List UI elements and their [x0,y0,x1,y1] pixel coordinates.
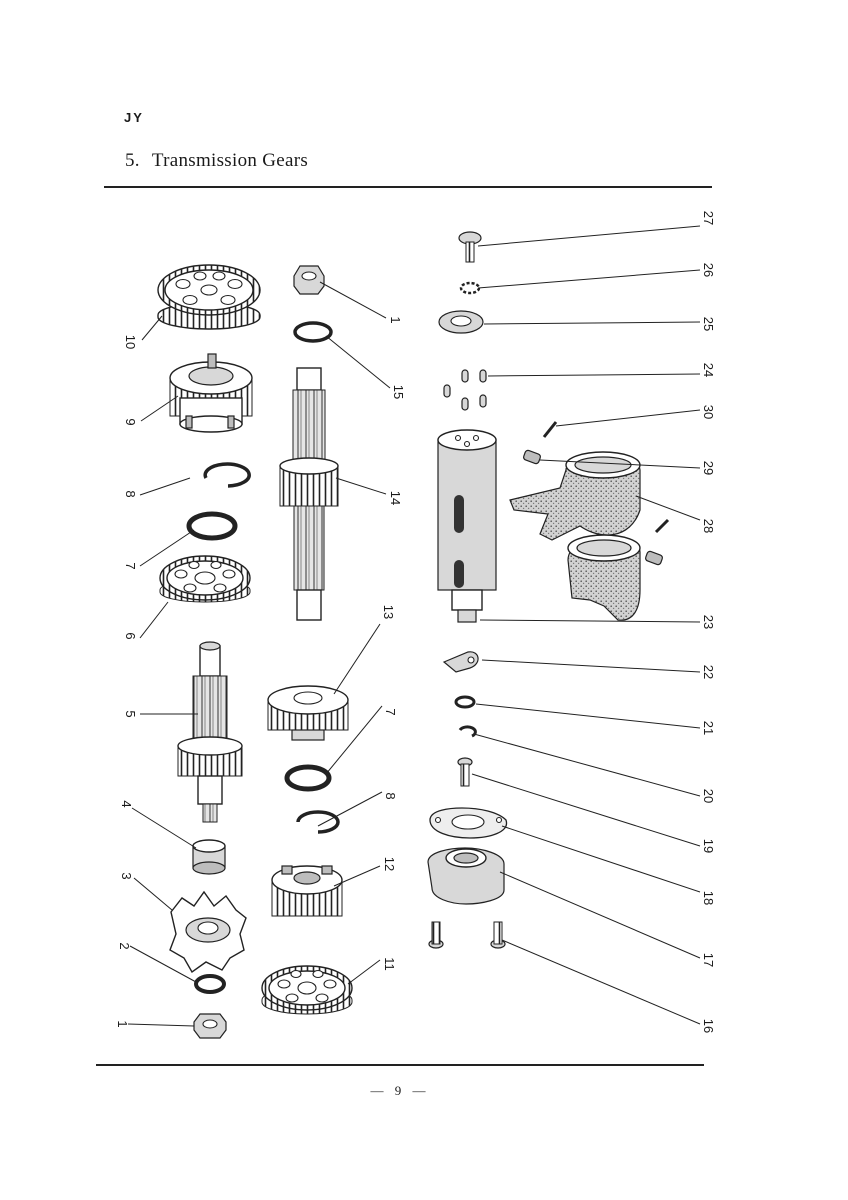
part-9-dog-gear [169,353,253,433]
callout-label: 7 [123,562,138,569]
part-1-nut-top [293,265,325,295]
part-27-screw [458,231,482,263]
callout-label: 3 [119,872,134,879]
top-rule [104,186,712,188]
part-6-gear [159,555,251,603]
part-29-guide-pin [523,449,541,465]
callout-label: 5 [123,710,138,717]
page-number: — 9 — [370,1083,430,1098]
part-14-mainshaft [279,367,339,621]
leader-lines [127,225,701,1027]
callout-label: 10 [123,335,138,349]
callout-label: 7 [383,708,398,715]
part-13-gear [267,685,349,741]
callout-label: 1 [388,316,403,323]
callout-label: 25 [701,317,716,331]
callout-label: 30 [701,405,716,419]
callout-label: 11 [382,957,397,971]
model-code: JY [124,110,144,125]
bottom-rule [96,1064,704,1066]
part-8-circlip-center [296,810,340,834]
part-4-bush [192,839,226,875]
part-17-bearing-housing [427,847,505,905]
callout-label: 22 [701,665,716,679]
callout-label: 21 [701,721,716,735]
callout-label: 8 [383,792,398,799]
callout-label: 1 [115,1020,130,1027]
part-28-shift-fork-upper [509,451,641,541]
part-18-gasket [429,807,508,839]
part-2-washer [194,974,226,994]
callout-label: 13 [381,605,396,619]
callout-label: 26 [701,263,716,277]
part-28-shift-fork-lower [567,518,670,621]
part-21-washer [454,695,476,709]
section-number: 5. [125,150,140,171]
callout-label: 28 [701,519,716,533]
part-5-countershaft [177,641,243,823]
part-15-circlip [293,321,333,343]
part-20-spring-washer [458,725,477,738]
callout-label: 8 [123,490,138,497]
callout-label: 24 [701,363,716,377]
callout-numbers: 1 15 14 13 7 8 12 11 10 9 8 7 6 5 4 3 2 … [115,211,716,1033]
part-3-sprocket [169,890,247,974]
part-16-screws [428,921,506,949]
part-24-pins [443,369,487,411]
part-7-washer-left [186,511,238,541]
callout-label: 16 [701,1019,716,1033]
section-title: 5. Transmission Gears [125,150,308,172]
part-8-circlip-left [203,462,251,488]
part-23-shift-drum [437,429,497,623]
callout-label: 2 [117,942,132,949]
callout-label: 17 [701,953,716,967]
callout-label: 9 [123,418,138,425]
callout-label: 29 [701,461,716,475]
part-7-washer-center [284,764,332,792]
callout-label: 4 [119,800,134,807]
part-12-dog-gear [271,865,343,917]
part-26-lock-washer [459,281,481,295]
part-11-gear [261,965,353,1015]
callout-label: 23 [701,615,716,629]
callout-label: 19 [701,839,716,853]
part-1-nut-left [193,1013,227,1039]
callout-label: 6 [123,632,138,639]
callout-label: 27 [701,211,716,225]
callout-label: 12 [382,857,397,871]
part-19-bolt [457,757,473,787]
part-25-plate [438,310,484,334]
callout-label: 14 [388,491,403,505]
section-title-text: Transmission Gears [151,150,309,171]
callout-label: 15 [391,385,406,399]
part-22-stopper-plate [442,651,479,673]
callout-label: 18 [701,891,716,905]
part-30-split-pin [542,421,558,438]
callout-label: 20 [701,789,716,803]
part-10-gear [157,264,261,330]
